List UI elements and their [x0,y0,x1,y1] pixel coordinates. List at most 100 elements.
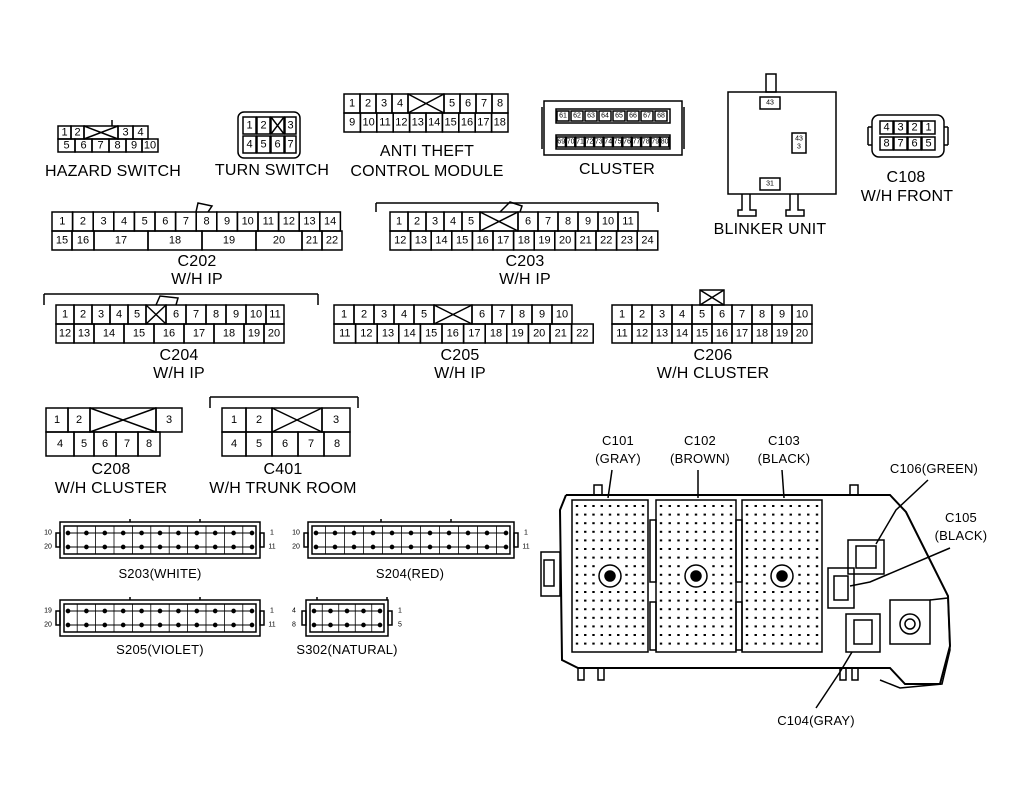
c103-pin [815,522,819,525]
c103-pin [745,573,749,576]
c203-pin: 1 [396,216,402,228]
c101-pin [617,530,620,533]
c102-pin [668,565,671,568]
c103-pin [807,539,810,542]
c102-pin [668,608,671,611]
c108-cell [879,136,894,151]
s205-pin [139,622,144,628]
c101-pin [633,513,636,516]
c103-pin [745,625,749,628]
c103-pin [807,582,810,585]
c108-pin: 8 [883,138,889,150]
c103-pin [789,608,792,611]
c102-pin [712,625,715,628]
c101-pin [575,625,579,628]
c101-pin [575,548,579,550]
c108-cell [879,120,894,135]
s204-pin [408,544,414,550]
s203-pin [157,544,163,550]
c101-pin [584,616,587,619]
c101-pin [633,599,636,602]
c102-pin [694,505,698,507]
c202-pin: 15 [56,235,68,247]
c102-pin [677,616,680,619]
c101-pin [617,522,620,525]
c102-pin [703,599,706,602]
c102-pin [712,539,715,542]
c103-pin [772,625,775,628]
c101-bolt-center [604,570,616,582]
c103-pin [789,634,792,636]
s205-pin-label: 11 [268,622,275,629]
s204-pin [503,530,509,536]
c101-pin [608,513,612,516]
c204-pin: 12 [59,328,71,340]
c102-pin [694,539,698,542]
c103-pin [754,556,757,559]
c103-pin [754,599,757,602]
c101-pin [633,565,636,568]
c101-pin [575,573,579,576]
c103-pin [798,582,801,585]
c202-pin: 9 [224,216,230,228]
c104-socket [853,619,873,645]
c204-pin: 10 [250,309,262,321]
s203-pin-label: 11 [268,544,275,551]
key-cross-line [89,407,157,433]
c101-pin [592,548,595,550]
c101-pin [625,522,628,525]
c101-pin [592,573,595,576]
c103-pin [763,642,766,645]
c102-pin [694,642,698,645]
c102-pin [686,634,689,636]
c203-pin: 17 [497,235,509,247]
s203-pin [249,544,255,550]
c101-pin [633,625,636,628]
c102-pin [703,522,706,525]
key-cross-line [145,304,167,325]
s205-pin [120,608,126,614]
hazard-switch-label: HAZARD SWITCH [45,163,181,180]
c101-pin [633,530,636,533]
c101-pin [600,608,603,611]
c102-pin [668,522,671,525]
c103-pin [815,565,819,568]
c103-pin [780,548,784,550]
key-cross-line [433,304,473,325]
c102-pin [659,556,663,559]
s203-tab [55,532,61,548]
cluster-pin: 65 [615,113,623,120]
c103-pin [807,573,810,576]
c102-pin [694,634,698,636]
c101-pin [625,565,628,568]
c103-pin [745,513,749,516]
c206-pin: 3 [659,309,665,321]
c206-pin: 2 [639,309,645,321]
c101-pin [584,530,587,533]
key-cross-line [83,125,119,140]
c203-pin: 21 [580,235,592,247]
c102-pin [677,522,680,525]
s204-pin-label: 11 [522,544,529,551]
c205-pin: 1 [341,309,347,321]
s203-pin [120,530,126,536]
c101-pin [625,556,628,559]
fuse-block-tab [849,484,859,496]
c102-pin [729,548,733,550]
turn-cell [284,116,297,135]
antitheft-pin: 17 [477,117,489,129]
c103-pin [807,642,810,645]
turn-cell [270,116,285,135]
c101-pin [617,591,620,593]
s204-pin [408,530,414,536]
c101-pin [592,634,595,636]
c102-pin [686,556,689,559]
c202-pin: 1 [59,216,65,228]
c108-pin: 1 [925,122,931,134]
c102-pin [712,634,715,636]
s204-pin-label: 10 [292,530,300,537]
c103-pin [772,505,775,507]
antitheft-pin: 7 [481,98,487,110]
c103-pin [807,591,810,593]
c103-pin [772,522,775,525]
